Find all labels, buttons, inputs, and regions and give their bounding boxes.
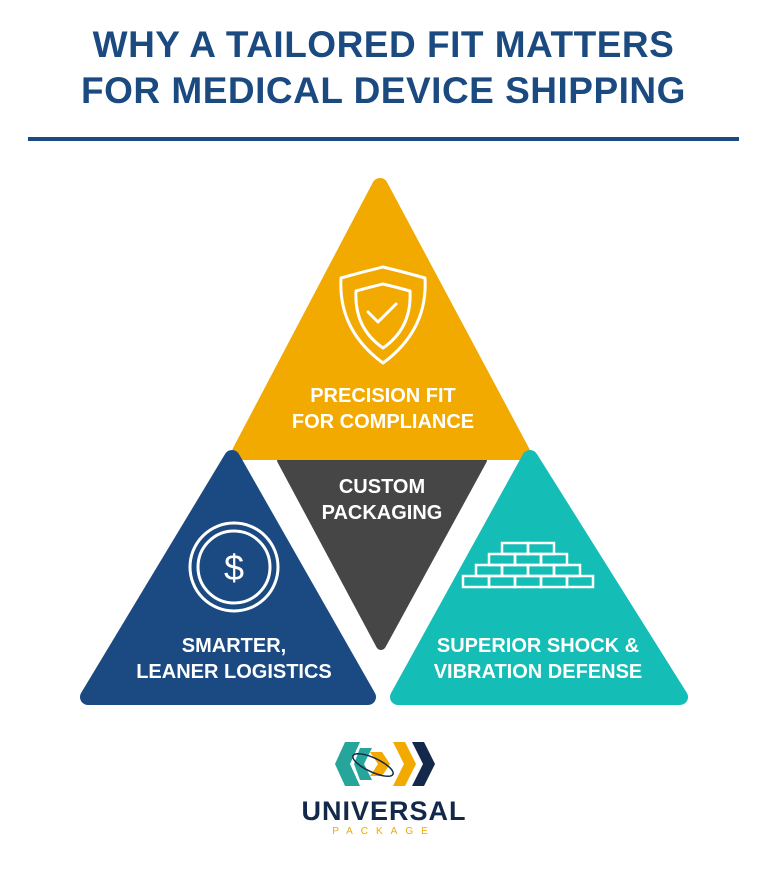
left-segment (80, 450, 376, 705)
dollar-coin-icon (188, 521, 280, 613)
left-label-line-1: SMARTER, (182, 635, 286, 657)
brick (526, 541, 556, 556)
center-label-line-1: CUSTOM (339, 476, 425, 498)
title-line-2: FOR MEDICAL DEVICE SHIPPING (81, 70, 686, 111)
shield-check-icon (339, 265, 427, 365)
left-label-line-2: LEANER LOGISTICS (136, 661, 332, 683)
brick-pyramid-icon (461, 541, 595, 589)
title-divider (28, 137, 739, 141)
page-title: WHY A TAILORED FIT MATTERS FOR MEDICAL D… (0, 22, 767, 114)
universal-package-logo: UNIVERSAL PACKAGE (301, 742, 466, 837)
logo-name: UNIVERSAL (301, 796, 466, 826)
title-line-1: WHY A TAILORED FIT MATTERS (92, 24, 675, 65)
top-label-line-2: FOR COMPLIANCE (292, 411, 474, 433)
top-label-line-1: PRECISION FIT (310, 385, 456, 407)
right-label-line-1: SUPERIOR SHOCK & (437, 635, 639, 657)
dollar-sign: $ (224, 547, 244, 588)
right-label-line-2: VIBRATION DEFENSE (434, 661, 643, 683)
center-label-line-2: PACKAGING (322, 502, 443, 524)
logo-tagline: PACKAGE (332, 826, 436, 837)
